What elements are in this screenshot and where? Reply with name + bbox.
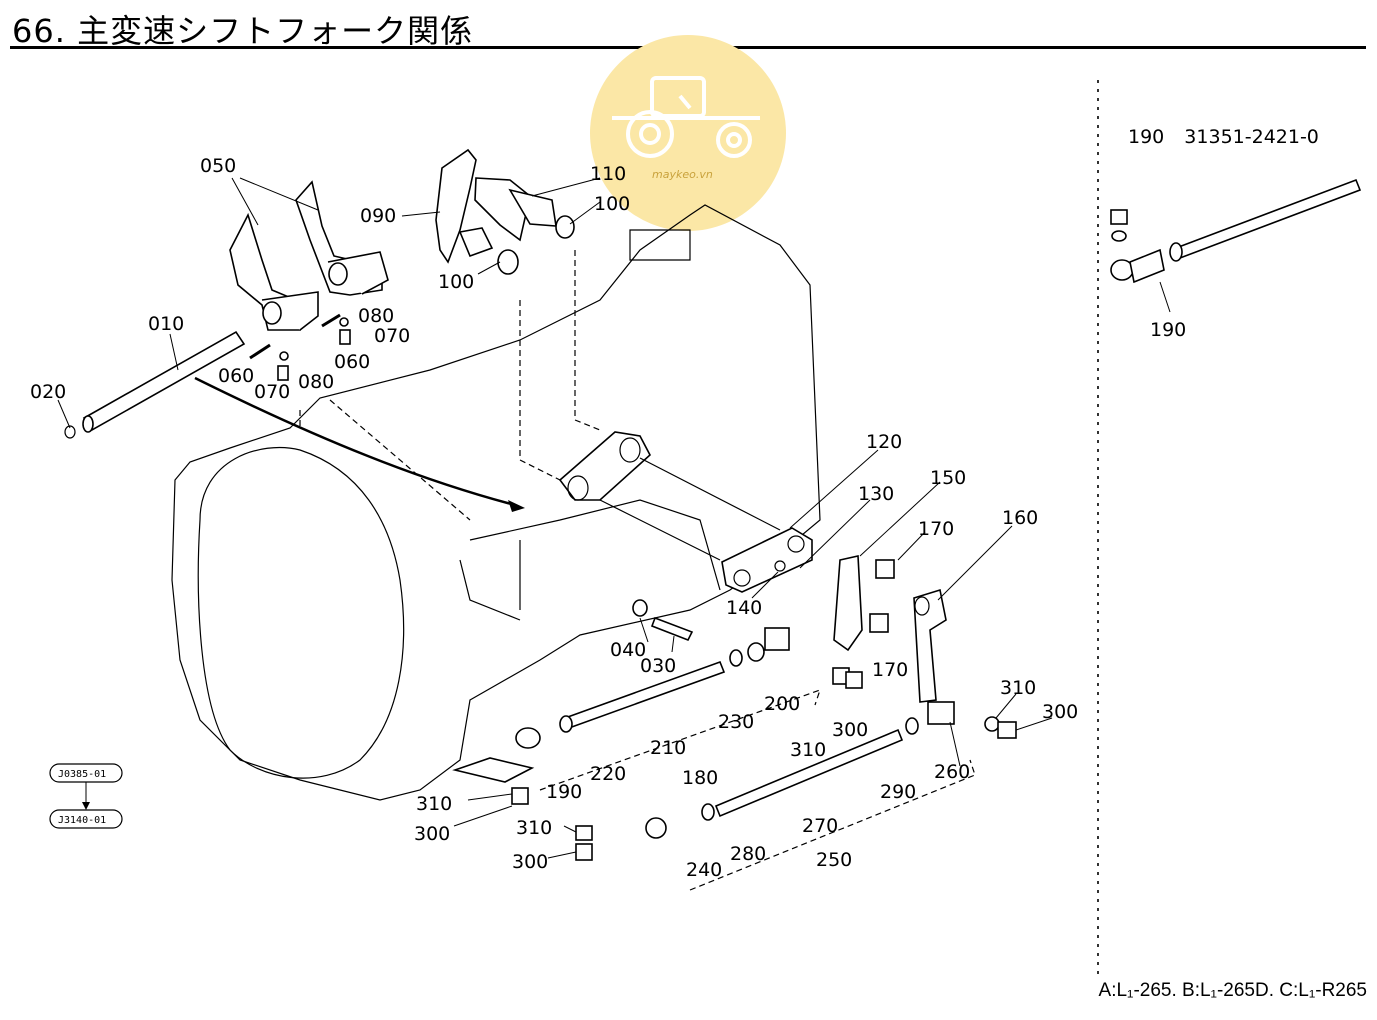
part-label-190: 190 <box>1150 319 1186 341</box>
part-label-310: 310 <box>790 739 826 761</box>
part-label-040: 040 <box>610 639 646 661</box>
part-label-210: 210 <box>650 737 686 759</box>
fasteners <box>452 599 1017 861</box>
shift-rod-010 <box>64 330 246 439</box>
part-label-250: 250 <box>816 849 852 871</box>
part-label-230: 230 <box>718 711 754 733</box>
part-label-290: 290 <box>880 781 916 803</box>
part-label-070: 070 <box>374 325 410 347</box>
detent-parts <box>249 313 351 381</box>
ref-code-1: J0385-01 <box>58 769 106 780</box>
inset-tie-rod-190 <box>1110 178 1362 284</box>
bracket-240 <box>689 759 976 891</box>
ref-code-2: J3140-01 <box>58 815 106 826</box>
part-label-030: 030 <box>640 655 676 677</box>
part-label-060: 060 <box>334 351 370 373</box>
part-label-070: 070 <box>254 381 290 403</box>
transmission-housing <box>171 204 821 801</box>
assembly-arrow <box>194 376 516 507</box>
part-label-120: 120 <box>866 431 902 453</box>
shift-fork-right <box>295 180 389 296</box>
part-label-300: 300 <box>512 851 548 873</box>
part-label-060: 060 <box>218 365 254 387</box>
lever-arm-150 <box>833 555 895 652</box>
part-label-050: 050 <box>200 155 236 177</box>
part-label-270: 270 <box>802 815 838 837</box>
part-label-180: 180 <box>682 767 718 789</box>
part-label-080: 080 <box>298 371 334 393</box>
part-label-310: 310 <box>1000 677 1036 699</box>
ref-code-box-2: J3140-01 <box>49 809 123 829</box>
lever-plate-120 <box>558 431 813 593</box>
part-label-170: 170 <box>872 659 908 681</box>
part-label-300: 300 <box>414 823 450 845</box>
part-label-100: 100 <box>594 193 630 215</box>
part-label-080: 080 <box>358 305 394 327</box>
part-label-100: 100 <box>438 271 474 293</box>
part-label-140: 140 <box>726 597 762 619</box>
part-label-150: 150 <box>930 467 966 489</box>
rod-210 <box>515 627 790 749</box>
model-footnote: A:L₁-265. B:L₁-265D. C:L₁-R265 <box>1098 980 1367 1001</box>
part-label-310: 310 <box>516 817 552 839</box>
shift-lever-bracket-090 <box>435 148 575 275</box>
part-label-300: 300 <box>832 719 868 741</box>
part-label-170: 170 <box>918 518 954 540</box>
part-label-160: 160 <box>1002 507 1038 529</box>
ref-code-box-1: J0385-01 <box>49 763 123 783</box>
rod-270 <box>645 701 955 839</box>
part-label-130: 130 <box>858 483 894 505</box>
inset-part-number: 190 31351-2421-0 <box>1128 126 1319 148</box>
page-title: 66. 主変速シフトフォーク関係 <box>12 12 474 50</box>
part-label-280: 280 <box>730 843 766 865</box>
part-label-020: 020 <box>30 381 66 403</box>
shift-fork-left <box>229 212 319 331</box>
part-label-240: 240 <box>686 859 722 881</box>
part-label-260: 260 <box>934 761 970 783</box>
lever-arm-160 <box>913 588 947 703</box>
leader-lines <box>57 177 1171 859</box>
part-label-190: 190 <box>546 781 582 803</box>
part-label-090: 090 <box>360 205 396 227</box>
watermark-logo: maykeo.vn <box>590 35 786 231</box>
part-label-110: 110 <box>590 163 626 185</box>
part-label-300: 300 <box>1042 701 1078 723</box>
part-label-200: 200 <box>764 693 800 715</box>
part-label-010: 010 <box>148 313 184 335</box>
watermark-text: maykeo.vn <box>652 168 713 181</box>
part-label-310: 310 <box>416 793 452 815</box>
part-label-220: 220 <box>590 763 626 785</box>
